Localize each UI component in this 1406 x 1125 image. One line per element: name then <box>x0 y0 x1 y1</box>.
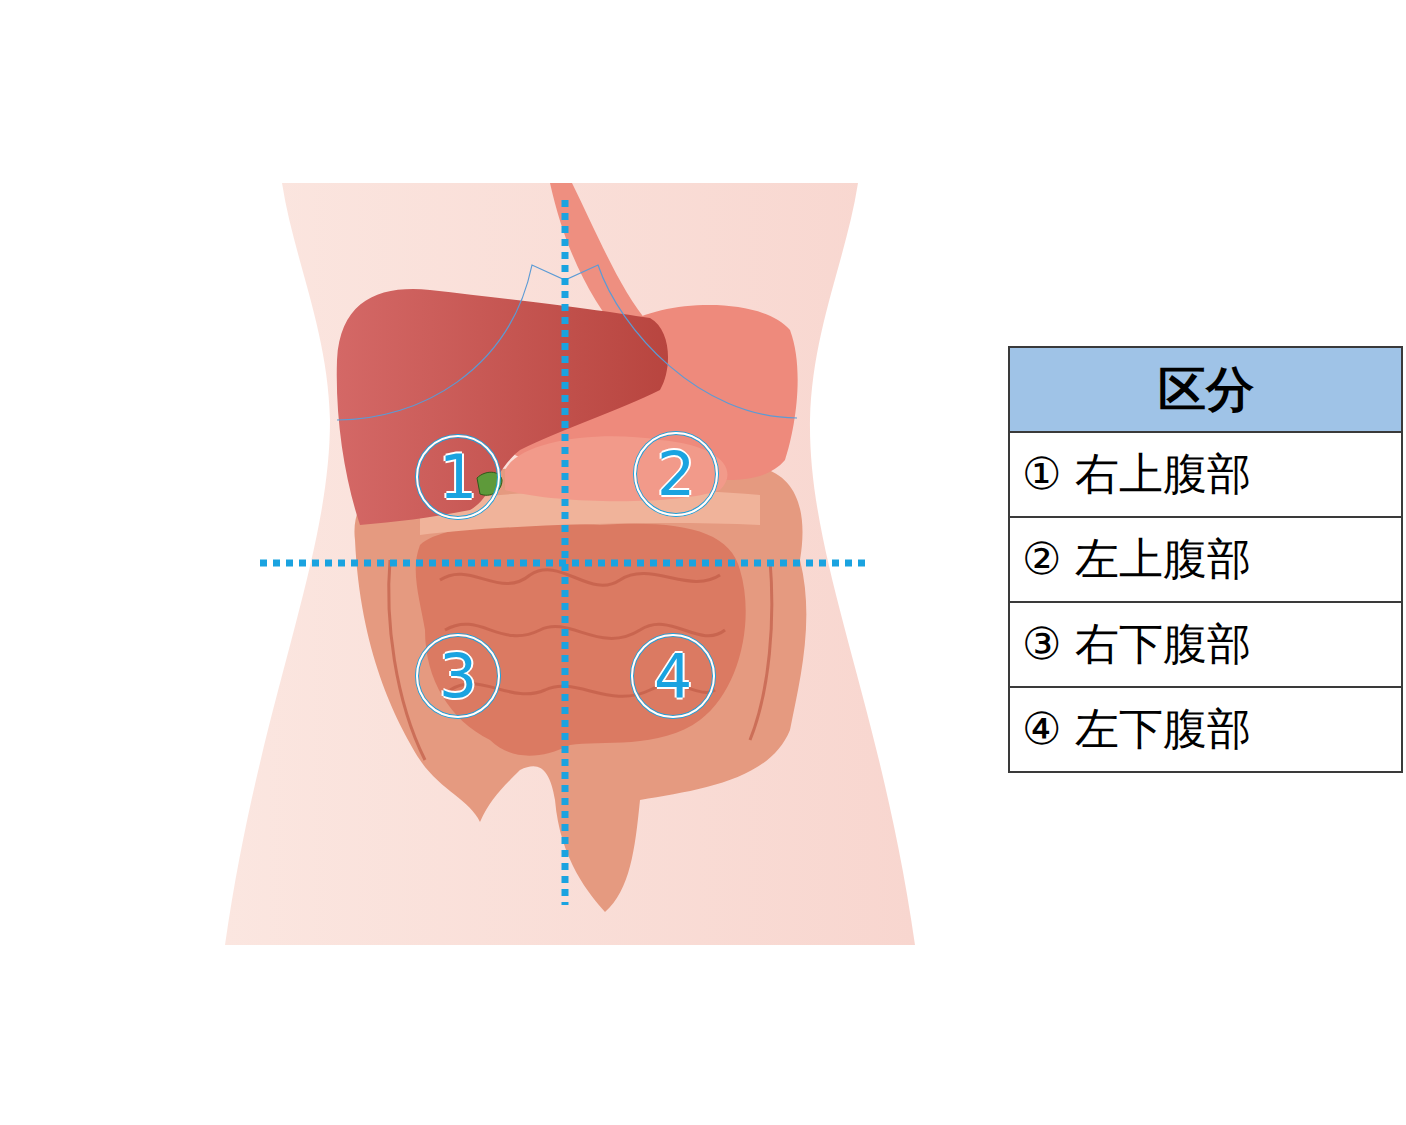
cell-text: ④ 左下腹部 <box>1022 700 1251 759</box>
callout-number: 2 <box>657 444 695 504</box>
callout-circle: 1 <box>416 435 500 519</box>
callout-circle: 3 <box>416 634 500 718</box>
cell-text: ② 左上腹部 <box>1022 530 1251 589</box>
cell-text: ③ 右下腹部 <box>1022 615 1251 674</box>
quadrant-lines <box>260 200 870 905</box>
liver <box>337 289 668 525</box>
callout-number: 4 <box>654 646 692 706</box>
large-intestine <box>354 465 806 912</box>
intestine-loops <box>389 560 772 760</box>
torso <box>225 183 915 945</box>
callout-circle: 4 <box>631 634 715 718</box>
table-row: ② 左上腹部 <box>1008 516 1403 603</box>
callout-number: 3 <box>439 646 477 706</box>
table-row: ④ 左下腹部 <box>1008 686 1403 773</box>
cell-text: ① 右上腹部 <box>1022 445 1251 504</box>
table-header: 区分 <box>1008 346 1403 433</box>
table-row: ① 右上腹部 <box>1008 431 1403 518</box>
small-intestine <box>416 523 746 755</box>
callout-number: 1 <box>439 447 477 507</box>
table-row: ③ 右下腹部 <box>1008 601 1403 688</box>
header-text: 区分 <box>1158 358 1254 422</box>
callout-circle: 2 <box>634 432 718 516</box>
